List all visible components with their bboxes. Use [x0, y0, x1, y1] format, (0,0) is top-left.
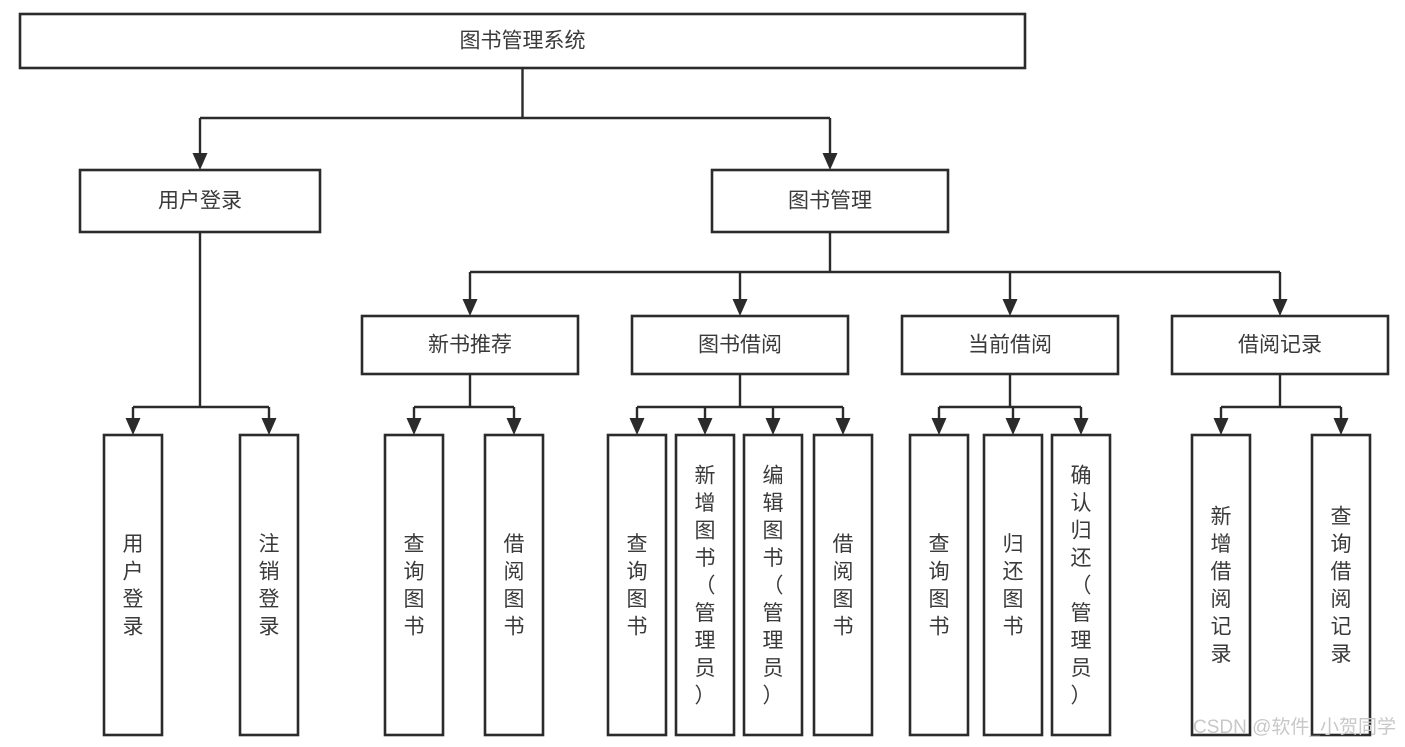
node-label: 新增图书（管理员）: [695, 464, 716, 707]
node-label: 图书管理系统: [460, 30, 586, 53]
node-box[interactable]: [630, 314, 850, 376]
node-box[interactable]: [1050, 433, 1112, 737]
arrow-head-icon: [1002, 299, 1018, 316]
node-box[interactable]: [606, 433, 668, 737]
node-leaf-query-book-3[interactable]: 查询图书: [908, 433, 970, 737]
node-leaf-add-borrow-record[interactable]: 新增借阅记录: [1190, 433, 1252, 737]
node-current-borrow[interactable]: 当前借阅: [900, 314, 1120, 376]
node-box[interactable]: [102, 433, 164, 737]
node-label: 查询图书: [404, 533, 425, 639]
arrow-head-icon: [697, 418, 713, 435]
node-label: 查询借阅记录: [1331, 506, 1352, 667]
arrow-head-icon: [1213, 418, 1229, 435]
node-box[interactable]: [78, 168, 322, 234]
arrow-head-icon: [1073, 418, 1089, 435]
node-label: 查询图书: [627, 533, 648, 639]
arrow-head-icon: [462, 299, 478, 316]
node-label: 确认归还（管理员）: [1071, 464, 1092, 707]
arrow-head-icon: [261, 418, 277, 435]
node-leaf-confirm-return-admin[interactable]: 确认归还（管理员）: [1050, 433, 1112, 737]
node-box[interactable]: [1170, 314, 1390, 376]
node-root[interactable]: 图书管理系统: [18, 12, 1027, 70]
node-leaf-borrow-book-2[interactable]: 借阅图书: [812, 433, 874, 737]
edge-group-book-borrow: [629, 374, 851, 435]
node-box[interactable]: [1190, 433, 1252, 737]
node-label: 归还图书: [1003, 533, 1024, 639]
node-box[interactable]: [812, 433, 874, 737]
arrow-head-icon: [406, 418, 422, 435]
node-label: 图书借阅: [698, 334, 782, 357]
arrow-head-icon: [192, 153, 208, 170]
node-label: 当前借阅: [968, 334, 1052, 357]
arrow-head-icon: [835, 418, 851, 435]
edge-group-borrow-record: [1213, 374, 1349, 435]
node-leaf-borrow-book-1[interactable]: 借阅图书: [483, 433, 545, 737]
node-box[interactable]: [360, 314, 580, 376]
node-box[interactable]: [900, 314, 1120, 376]
arrow-head-icon: [1333, 418, 1349, 435]
edge-group-new-book-recommend: [406, 374, 522, 435]
node-label: 图书管理: [788, 190, 872, 213]
node-leaf-edit-book-admin[interactable]: 编辑图书（管理员）: [742, 433, 804, 737]
arrow-head-icon: [765, 418, 781, 435]
node-box[interactable]: [383, 433, 445, 737]
nodes-layer: 图书管理系统用户登录图书管理新书推荐图书借阅当前借阅借阅记录用户登录注销登录查询…: [18, 12, 1390, 737]
node-book-borrow[interactable]: 图书借阅: [630, 314, 850, 376]
node-label: 用户登录: [158, 190, 242, 213]
edge-group-user-login: [125, 232, 277, 435]
node-label: 新书推荐: [428, 334, 512, 357]
node-leaf-query-book-1[interactable]: 查询图书: [383, 433, 445, 737]
arrow-head-icon: [629, 418, 645, 435]
node-label: 注销登录: [259, 533, 280, 639]
node-label: 借阅图书: [504, 533, 525, 639]
node-book-management[interactable]: 图书管理: [710, 168, 950, 234]
node-label: 借阅图书: [833, 533, 854, 639]
node-leaf-user-login[interactable]: 用户登录: [102, 433, 164, 737]
edge-group-current-borrow: [931, 374, 1089, 435]
node-box[interactable]: [18, 12, 1027, 70]
node-box[interactable]: [742, 433, 804, 737]
node-box[interactable]: [710, 168, 950, 234]
node-leaf-return-book[interactable]: 归还图书: [982, 433, 1044, 737]
node-box[interactable]: [674, 433, 736, 737]
node-leaf-add-book-admin[interactable]: 新增图书（管理员）: [674, 433, 736, 737]
csdn-watermark: CSDN @软件_小贺同学: [1193, 716, 1396, 738]
node-user-login[interactable]: 用户登录: [78, 168, 322, 234]
arrow-head-icon: [1005, 418, 1021, 435]
arrow-head-icon: [1272, 299, 1288, 316]
arrow-head-icon: [125, 418, 141, 435]
node-box[interactable]: [1310, 433, 1372, 737]
edge-group-root: [192, 68, 838, 170]
node-box[interactable]: [982, 433, 1044, 737]
node-leaf-logout-login[interactable]: 注销登录: [238, 433, 300, 737]
node-box[interactable]: [483, 433, 545, 737]
node-label: 借阅记录: [1238, 334, 1322, 357]
node-leaf-query-borrow-record[interactable]: 查询借阅记录: [1310, 433, 1372, 737]
arrow-head-icon: [822, 153, 838, 170]
node-label: 用户登录: [123, 533, 144, 639]
node-borrow-record[interactable]: 借阅记录: [1170, 314, 1390, 376]
node-label: 查询图书: [929, 533, 950, 639]
node-leaf-query-book-2[interactable]: 查询图书: [606, 433, 668, 737]
arrow-head-icon: [732, 299, 748, 316]
node-box[interactable]: [908, 433, 970, 737]
arrow-head-icon: [506, 418, 522, 435]
node-new-book-recommend[interactable]: 新书推荐: [360, 314, 580, 376]
connectors-layer: [125, 68, 1349, 435]
edge-group-book-management: [462, 232, 1288, 316]
node-label: 新增借阅记录: [1211, 506, 1232, 667]
node-box[interactable]: [238, 433, 300, 737]
arrow-head-icon: [931, 418, 947, 435]
node-label: 编辑图书（管理员）: [763, 464, 784, 707]
